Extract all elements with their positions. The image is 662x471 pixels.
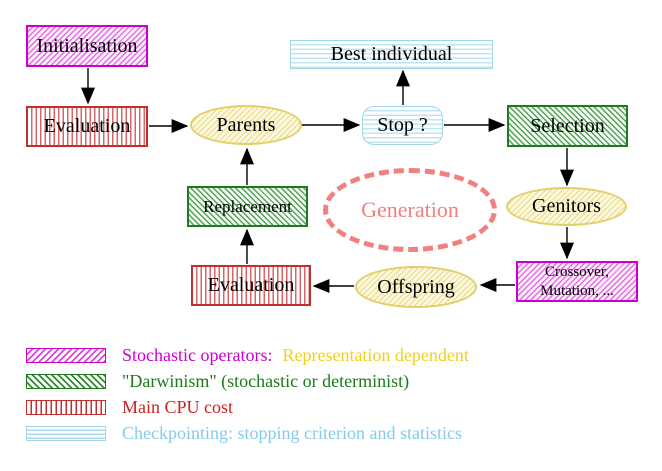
node-evaluation-top: Evaluation bbox=[26, 106, 148, 147]
legend-row-checkpointing: Checkpointing: stopping criterion and st… bbox=[26, 421, 462, 445]
crossover-line1: Crossover, bbox=[545, 263, 609, 280]
legend-label-darwinism: "Darwinism" (stochastic or determinist) bbox=[122, 370, 410, 391]
legend-label-stochastic-operators: Stochastic operators: bbox=[122, 344, 273, 365]
node-evaluation-bottom: Evaluation bbox=[191, 265, 311, 306]
node-genitors: Genitors bbox=[506, 187, 627, 226]
node-crossover-mutation: Crossover, Mutation, ... bbox=[516, 261, 638, 302]
legend-swatch-red-vertical bbox=[26, 399, 106, 415]
node-replacement: Replacement bbox=[187, 186, 308, 227]
node-generation: Generation bbox=[323, 168, 497, 252]
legend-label-checkpointing: Checkpointing: stopping criterion and st… bbox=[122, 422, 462, 443]
node-best-individual: Best individual bbox=[290, 40, 493, 69]
node-offspring: Offspring bbox=[355, 266, 477, 308]
crossover-line2: Mutation, ... bbox=[540, 282, 614, 299]
legend-row-darwinism: "Darwinism" (stochastic or determinist) bbox=[26, 369, 409, 393]
legend-row-stochastic-operators: Stochastic operators: Representation dep… bbox=[26, 343, 469, 367]
legend-row-main-cpu-cost: Main CPU cost bbox=[26, 395, 233, 419]
legend-swatch-cyan-horizontal bbox=[26, 425, 106, 441]
node-stop: Stop ? bbox=[362, 106, 443, 145]
node-initialisation: Initialisation bbox=[26, 25, 148, 67]
node-parents: Parents bbox=[190, 105, 302, 145]
legend-label-main-cpu-cost: Main CPU cost bbox=[122, 396, 234, 417]
legend-label-representation-dependent: Representation dependent bbox=[282, 344, 469, 365]
legend-swatch-green-diagonal bbox=[26, 373, 106, 389]
legend-swatch-magenta-diagonal bbox=[26, 347, 106, 363]
node-selection: Selection bbox=[507, 105, 628, 147]
